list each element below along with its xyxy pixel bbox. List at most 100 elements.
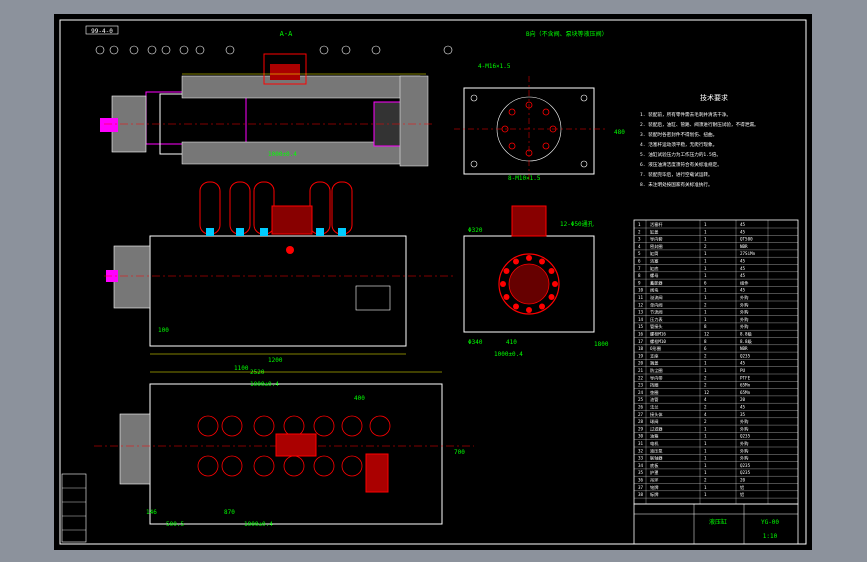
parts-cell: 34 bbox=[638, 463, 644, 468]
parts-cell: 电机 bbox=[650, 440, 659, 447]
parts-cell: 1 bbox=[704, 317, 707, 322]
bolt-hole bbox=[542, 108, 550, 116]
parts-cell: 1 bbox=[704, 361, 707, 366]
parts-cell: 外购 bbox=[740, 425, 748, 432]
parts-cell: 外购 bbox=[740, 323, 748, 330]
parts-cell: 9 bbox=[638, 280, 641, 285]
plan-accumulator bbox=[313, 455, 335, 477]
section-label: A-A bbox=[280, 30, 293, 38]
parts-cell: 17 bbox=[638, 339, 644, 344]
corner-hole bbox=[580, 160, 588, 168]
parts-cell: Q235 bbox=[740, 463, 751, 468]
parts-cell: 1 bbox=[704, 426, 707, 431]
plan-accumulator bbox=[283, 455, 305, 477]
parts-cell: 2 bbox=[638, 229, 641, 234]
title-block-scale: 1:10 bbox=[763, 533, 778, 540]
part-balloon bbox=[225, 45, 235, 55]
bolt-holes-c bbox=[500, 255, 558, 313]
dim-plan-f: 500.5 bbox=[166, 521, 184, 528]
rod-tip bbox=[100, 118, 118, 132]
flange-bolt bbox=[552, 281, 558, 287]
parts-cell: 外购 bbox=[740, 455, 748, 462]
parts-cell: 铝 bbox=[740, 491, 744, 498]
parts-cell: 1 bbox=[704, 485, 707, 490]
plan-accumulator bbox=[341, 415, 363, 437]
parts-cell: 2 bbox=[704, 375, 707, 380]
corner-box bbox=[85, 25, 119, 35]
parts-cell: 缸盖 bbox=[650, 228, 658, 234]
parts-cell: Q235 bbox=[740, 470, 751, 475]
dim-b-right: 480 bbox=[614, 129, 625, 136]
parts-cell: 30 bbox=[638, 434, 644, 439]
parts-cell: 1 bbox=[704, 237, 707, 242]
parts-cell: 20 bbox=[740, 478, 746, 483]
dim-plan-a: 1100 bbox=[234, 365, 249, 372]
end-view-b: B向（不含阀、泵块等液压阀） 4-M16×1.5 8-M10×1.5 480 bbox=[454, 30, 625, 182]
parts-cell: 组件 bbox=[740, 279, 748, 286]
parts-cell: 38 bbox=[638, 492, 644, 497]
parts-cell: 32 bbox=[638, 448, 644, 453]
parts-cell: 缸筒 bbox=[650, 250, 658, 257]
part-balloon bbox=[147, 45, 157, 55]
parts-cell: 5 bbox=[638, 251, 641, 256]
accumulator-fitting bbox=[260, 228, 268, 236]
parts-cell: 节流阀 bbox=[650, 309, 663, 316]
parts-cell: 19 bbox=[638, 353, 644, 358]
drawing-sheet: 99-4-0 A-A 1000±0.4 bbox=[54, 14, 812, 550]
dim-front-c: 100 bbox=[158, 327, 169, 334]
parts-cell: 螺母 bbox=[650, 272, 658, 279]
parts-cell: 密封圈 bbox=[650, 243, 663, 250]
parts-cell: 29 bbox=[638, 426, 644, 431]
parts-cell: 65Mn bbox=[740, 383, 751, 388]
revision-box bbox=[61, 473, 87, 543]
parts-cell: 1 bbox=[704, 463, 707, 468]
parts-cell: 垫圈 bbox=[650, 389, 658, 396]
accumulator bbox=[309, 181, 331, 235]
parts-cell: 22 bbox=[638, 375, 644, 380]
tech-requirements: 技术要求 1. 装配前，所有零件需去毛刺并清洗干净。2. 装配后，油缸、管路、阀… bbox=[640, 93, 759, 188]
dim-plan-b: 1000±0.4 bbox=[250, 381, 279, 388]
plan-pump bbox=[365, 453, 389, 493]
parts-cell: 45 bbox=[740, 288, 746, 293]
parts-cell: 7 bbox=[638, 266, 641, 271]
part-balloon bbox=[195, 45, 205, 55]
parts-cell: 3 bbox=[638, 237, 641, 242]
parts-cell: 球阀 bbox=[650, 418, 658, 425]
parts-cell: 支座 bbox=[650, 352, 658, 359]
dim-plan-d: 1000±0.4 bbox=[244, 521, 273, 528]
tech-item: 4. 活塞杆运动须平稳，无爬行现象。 bbox=[640, 141, 717, 148]
dim-section: 1000±0.4 bbox=[268, 151, 297, 158]
corner-hole bbox=[470, 160, 478, 168]
parts-cell: 压力表 bbox=[650, 316, 663, 323]
accumulator-group bbox=[199, 181, 353, 236]
parts-cell: 活塞 bbox=[650, 258, 659, 265]
parts-cell: 25 bbox=[638, 397, 644, 402]
parts-cell: 外购 bbox=[740, 309, 748, 316]
parts-cell: 1 bbox=[704, 229, 707, 234]
plan-accumulator bbox=[283, 415, 305, 437]
parts-cell: 4 bbox=[704, 412, 707, 417]
accumulator-fitting bbox=[316, 228, 324, 236]
accumulator bbox=[229, 181, 251, 235]
cylinder-wall-top bbox=[181, 75, 421, 99]
parts-table-frame bbox=[633, 219, 799, 505]
plan-accumulator bbox=[369, 415, 391, 437]
parts-cell: 1 bbox=[704, 492, 707, 497]
corner-code: 99-4-0 bbox=[91, 28, 113, 35]
part-balloon bbox=[129, 45, 139, 55]
parts-cell: 45 bbox=[740, 229, 746, 234]
parts-cell: 12 bbox=[704, 390, 710, 395]
parts-cell: 阀块 bbox=[650, 287, 659, 294]
parts-cell: 防尘圈 bbox=[650, 367, 663, 374]
parts-cell: PTFE bbox=[740, 375, 751, 380]
flange-bolt bbox=[526, 307, 532, 313]
tech-item: 2. 装配后，油缸、管路、阀须进行耐压试验，不得泄漏。 bbox=[640, 121, 759, 128]
parts-cell: 1 bbox=[704, 295, 707, 300]
parts-cell: 油箱 bbox=[650, 433, 658, 440]
parts-cell: 过滤器 bbox=[650, 425, 663, 432]
parts-cell: 45 bbox=[740, 259, 746, 264]
parts-cell: 33 bbox=[638, 456, 644, 461]
parts-cell: 15 bbox=[638, 324, 644, 329]
dim-plan-g: 700 bbox=[454, 449, 465, 456]
parts-cell: 4 bbox=[704, 397, 707, 402]
